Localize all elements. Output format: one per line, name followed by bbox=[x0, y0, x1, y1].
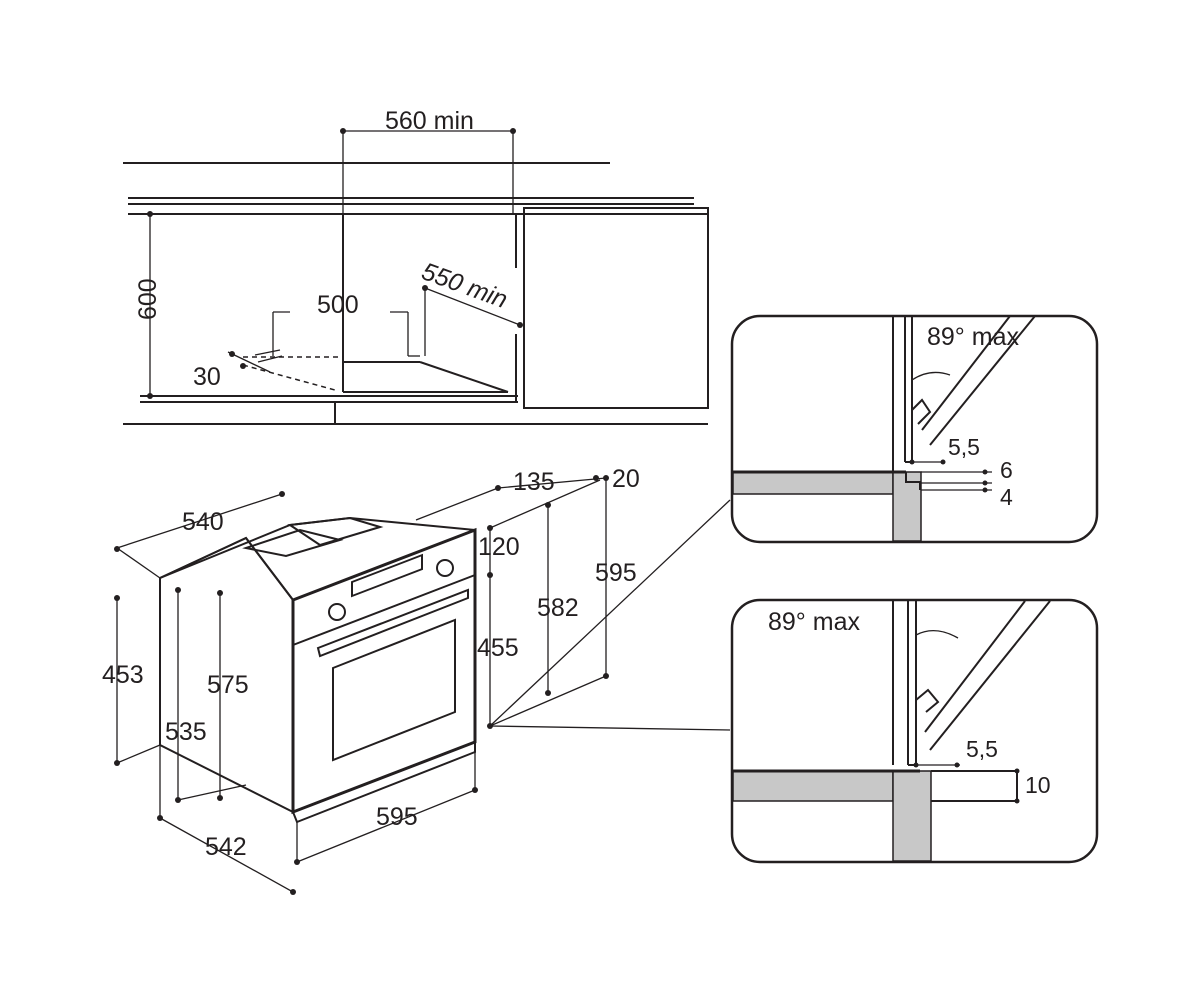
detail-top-step-b-label: 4 bbox=[1000, 484, 1013, 510]
niche-depth-label: 550 min bbox=[418, 257, 511, 314]
oven-top-gap-label: 120 bbox=[478, 533, 520, 561]
detail-top-gap-label: 5,5 bbox=[948, 434, 980, 460]
detail-top-step-a-label: 6 bbox=[1000, 457, 1013, 483]
oven-depth-bottom-label: 542 bbox=[205, 833, 247, 861]
detail-top: 89° max 5,5 6 4 bbox=[730, 314, 1099, 544]
niche-width-label: 560 min bbox=[385, 107, 474, 135]
oven-front-offset-label: 20 bbox=[612, 465, 640, 493]
vent-label: 30 bbox=[193, 363, 221, 391]
oven-inner-height-label: 535 bbox=[165, 718, 207, 746]
niche-drawing: 560 min 600 500 550 min 30 bbox=[123, 107, 709, 425]
oven-rear-offset-label: 135 bbox=[513, 468, 555, 496]
detail-bottom-gap-label: 5,5 bbox=[966, 736, 998, 762]
oven-width-label: 595 bbox=[376, 803, 418, 831]
niche-inner-label: 500 bbox=[317, 291, 359, 319]
oven-door-height-label: 455 bbox=[477, 634, 519, 662]
oven-panel-height-label: 582 bbox=[537, 594, 579, 622]
detail-bottom: 89° max 5,5 10 bbox=[730, 598, 1099, 864]
detail-bottom-step-label: 10 bbox=[1025, 772, 1051, 798]
niche-height-label: 600 bbox=[134, 278, 162, 320]
oven-body-height-label: 453 bbox=[102, 661, 144, 689]
oven-total-height-label: 595 bbox=[595, 559, 637, 587]
detail-bottom-angle-label: 89° max bbox=[768, 608, 860, 636]
oven-depth-top-label: 540 bbox=[182, 508, 224, 536]
detail-top-angle-label: 89° max bbox=[927, 323, 1019, 351]
oven-side-height-label: 575 bbox=[207, 671, 249, 699]
oven-drawing: 540 135 20 120 453 575 535 455 582 595 5… bbox=[102, 465, 731, 895]
